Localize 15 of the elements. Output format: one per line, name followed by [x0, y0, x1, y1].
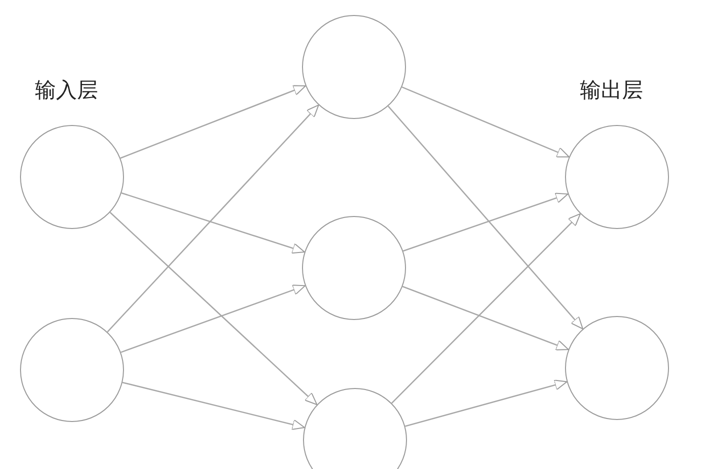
arrow — [120, 85, 306, 159]
layer-label: 输出层 — [580, 77, 643, 104]
arrow — [402, 286, 569, 350]
arrow — [402, 86, 570, 158]
arrow — [106, 104, 320, 332]
arrow — [122, 382, 306, 430]
layer-label: 输入层 — [35, 77, 98, 104]
arrow — [388, 106, 584, 330]
arrow — [391, 213, 581, 404]
neuron-circle — [303, 388, 407, 469]
arrow — [121, 192, 306, 254]
arrow — [110, 212, 318, 406]
arrow — [402, 192, 568, 252]
arrow — [120, 284, 306, 353]
arrow — [404, 380, 568, 427]
